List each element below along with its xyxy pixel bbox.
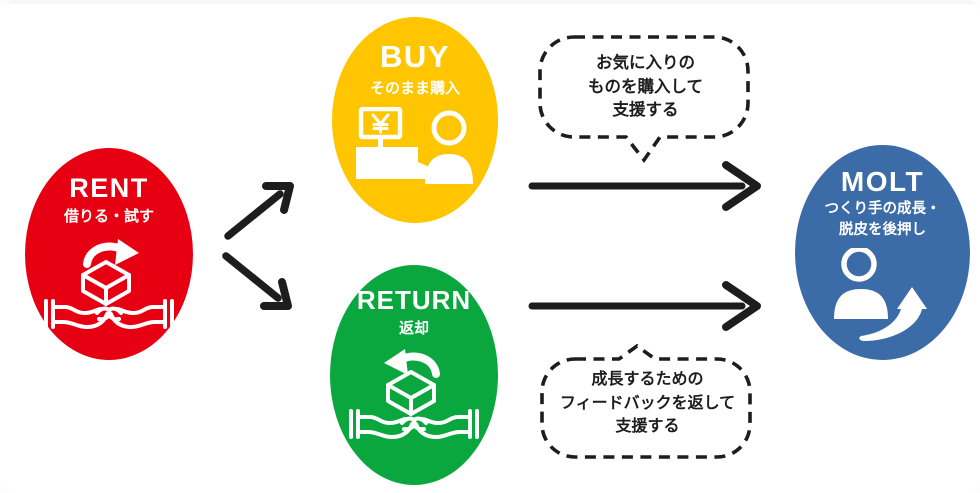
- bubble-buy-support: [538, 35, 750, 164]
- molt-title: MOLT: [840, 166, 925, 197]
- maker-growth-arrow-icon: [833, 248, 927, 342]
- bubble-line: ものを購入して: [587, 77, 703, 96]
- bubble-line: 成長するための: [591, 371, 704, 388]
- bubble-return-support-text: 成長するための フィードバックを返して 支援する: [538, 368, 757, 439]
- bubble-line: 支援する: [615, 418, 680, 435]
- buy-title: BUY: [380, 39, 450, 74]
- molt-subtitle-line2: 脱皮を後押し: [839, 222, 926, 239]
- bubble-line: 支援する: [612, 101, 679, 119]
- molt-subtitle-line1: つくり手の成長・: [824, 201, 941, 218]
- return-subtitle: 返却: [398, 320, 429, 338]
- bubble-return-support: [540, 344, 752, 459]
- arrow-rent-to-buy: [224, 182, 294, 240]
- node-rent: RENT 借りる・試す: [25, 148, 193, 360]
- arrow-return-to-molt: [528, 281, 761, 331]
- rent-subtitle: 借りる・試す: [63, 208, 154, 226]
- node-buy: BUY そのまま購入: [332, 17, 498, 223]
- cash-register-customer-icon: [356, 107, 473, 185]
- bubble-buy-support-text: お気に入りの ものを購入して 支援する: [536, 52, 755, 123]
- arrow-rent-to-return: [222, 252, 292, 310]
- arrow-buy-to-molt: [528, 161, 761, 211]
- buy-subtitle: そのまま購入: [369, 79, 460, 97]
- rent-title: RENT: [69, 173, 149, 203]
- bubble-line: フィードバックを返して: [559, 394, 736, 412]
- return-title: RETURN: [356, 285, 472, 315]
- molt-subtitle: つくり手の成長・ 脱皮を後押し: [825, 199, 941, 241]
- node-molt: MOLT つくり手の成長・ 脱皮を後押し: [795, 145, 970, 360]
- top-edge-strip: [0, 0, 980, 4]
- bubble-line: お気に入りの: [596, 54, 695, 72]
- hands-holding-box-return-icon: [349, 349, 479, 440]
- node-return: RETURN 返却: [330, 265, 498, 485]
- hands-holding-box-lend-icon: [44, 239, 174, 330]
